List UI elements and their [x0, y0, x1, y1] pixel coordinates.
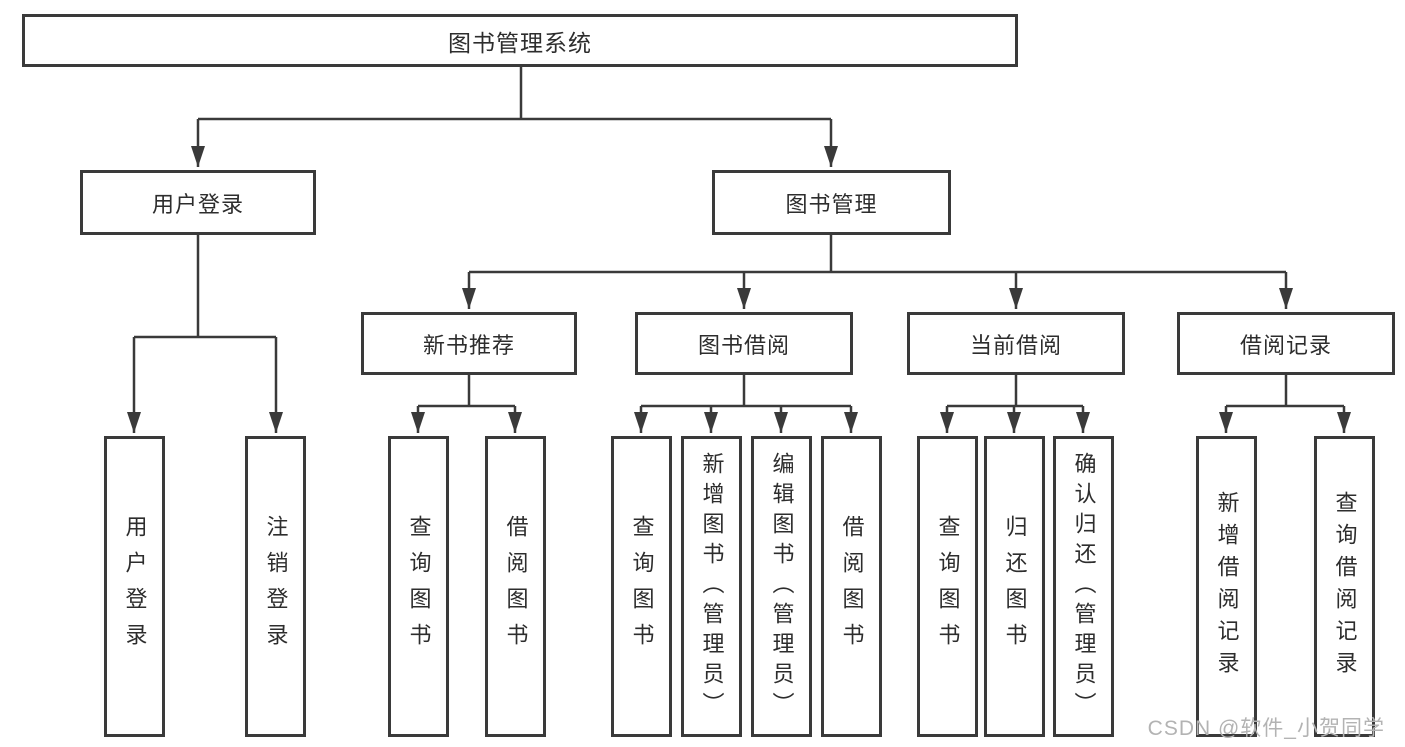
leaf-query-books-2: 查询图书 [611, 436, 672, 737]
leaf-borrow-books-1-label: 借阅图书 [503, 514, 529, 659]
leaf-query-books-3-label: 查询图书 [935, 514, 961, 659]
leaf-edit-books-admin-label: 编辑图书（管理员） [769, 451, 795, 722]
leaf-borrow-books-1: 借阅图书 [485, 436, 546, 737]
leaf-query-books-3: 查询图书 [917, 436, 978, 737]
node-current-borrowing-label: 当前借阅 [969, 332, 1062, 358]
leaf-user-login-label: 用户登录 [122, 514, 148, 659]
leaf-add-borrow-record-label: 新增借阅记录 [1214, 490, 1240, 683]
leaf-query-books-1-label: 查询图书 [406, 514, 432, 659]
node-new-book-recommend: 新书推荐 [361, 312, 577, 375]
node-new-book-recommend-label: 新书推荐 [422, 332, 515, 358]
leaf-confirm-return-admin-label: 确认归还（管理员） [1071, 451, 1097, 722]
leaf-add-books-admin: 新增图书（管理员） [681, 436, 742, 737]
node-book-management-label: 图书管理 [785, 191, 878, 217]
csdn-watermark: CSDN @软件_小贺同学 [1147, 717, 1385, 740]
node-user-login: 用户登录 [80, 170, 316, 235]
leaf-logout-label: 注销登录 [263, 514, 289, 659]
leaf-query-borrow-record-label: 查询借阅记录 [1332, 490, 1358, 683]
leaf-add-borrow-record: 新增借阅记录 [1196, 436, 1257, 737]
root-node-system: 图书管理系统 [22, 14, 1018, 67]
node-current-borrowing: 当前借阅 [907, 312, 1125, 375]
node-borrowing-records-label: 借阅记录 [1239, 332, 1332, 358]
leaf-query-borrow-record: 查询借阅记录 [1314, 436, 1375, 737]
node-borrowing-records: 借阅记录 [1177, 312, 1395, 375]
leaf-query-books-2-label: 查询图书 [629, 514, 655, 659]
leaf-edit-books-admin: 编辑图书（管理员） [751, 436, 812, 737]
node-book-management: 图书管理 [712, 170, 951, 235]
leaf-logout: 注销登录 [245, 436, 306, 737]
root-node-label: 图书管理系统 [448, 29, 592, 56]
leaf-return-books-label: 归还图书 [1002, 514, 1028, 659]
leaf-borrow-books-2-label: 借阅图书 [839, 514, 865, 659]
node-book-borrowing: 图书借阅 [635, 312, 853, 375]
leaf-user-login: 用户登录 [104, 436, 165, 737]
leaf-borrow-books-2: 借阅图书 [821, 436, 882, 737]
leaf-return-books: 归还图书 [984, 436, 1045, 737]
node-book-borrowing-label: 图书借阅 [697, 332, 790, 358]
leaf-query-books-1: 查询图书 [388, 436, 449, 737]
leaf-add-books-admin-label: 新增图书（管理员） [699, 451, 725, 722]
node-user-login-label: 用户登录 [151, 191, 244, 217]
leaf-confirm-return-admin: 确认归还（管理员） [1053, 436, 1114, 737]
